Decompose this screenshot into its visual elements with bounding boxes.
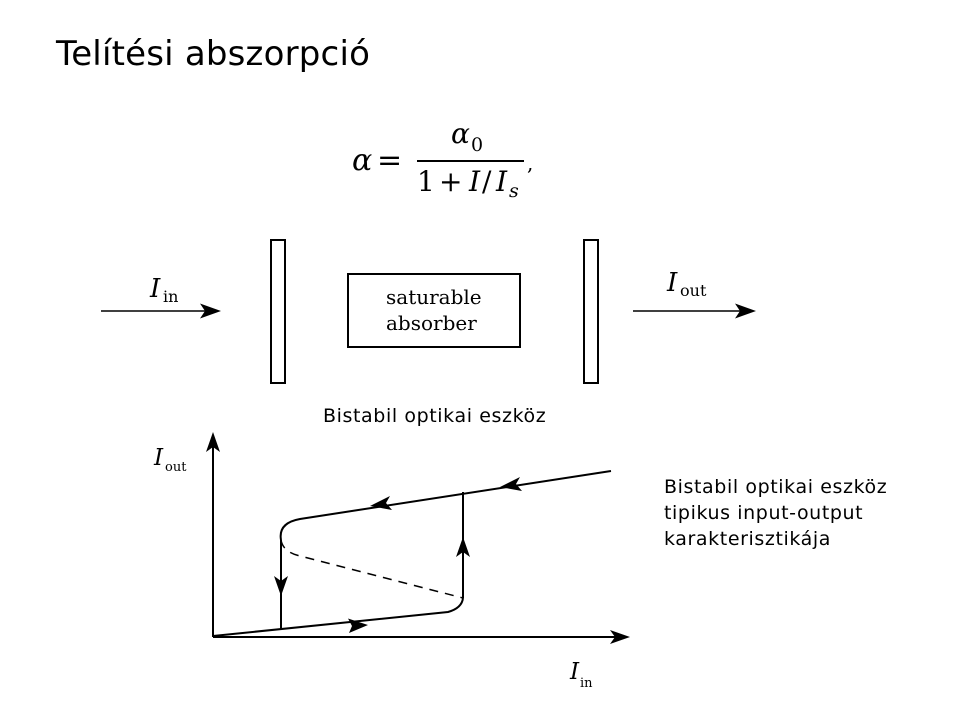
formula-denominator-slash: / — [482, 165, 492, 198]
unstable-branch-dashed — [280, 539, 464, 599]
absorber-label-line2: absorber — [386, 311, 477, 335]
formula-denominator-Is-sub: s — [509, 180, 519, 202]
x-axis-label: I — [569, 659, 580, 685]
lower-branch-arrow — [348, 618, 368, 633]
absorber-box — [347, 273, 521, 348]
output-label-sub: out — [680, 281, 707, 300]
x-axis-label-sub: in — [580, 676, 593, 691]
jump-down-arrow — [274, 576, 288, 596]
bistability-graph: I out I in — [153, 432, 630, 691]
side-caption-line: tipikus input-output — [664, 502, 864, 524]
formula-group: α = α 0 1 + I / I s , — [352, 117, 533, 202]
input-arrow-head — [200, 303, 221, 319]
formula-trailing-comma: , — [527, 151, 533, 175]
formula-numerator-alpha: α — [451, 117, 470, 150]
side-caption-line: Bistabil optikai eszköz — [664, 476, 888, 498]
y-axis-label-sub: out — [165, 460, 187, 475]
formula-lhs-alpha: α — [352, 143, 372, 178]
side-caption-line: karakterisztikája — [664, 528, 832, 550]
formula-denominator-I: I — [468, 165, 481, 198]
formula-equals: = — [377, 143, 402, 178]
y-axis-label: I — [153, 445, 164, 471]
formula-denominator-plus: + — [439, 165, 462, 198]
upper-branch-arrow-left — [370, 496, 392, 510]
right-mirror — [583, 239, 599, 384]
upper-branch-arrow-right — [500, 477, 522, 491]
formula-denominator-Is: I — [495, 165, 508, 198]
output-arrow-head — [735, 303, 756, 319]
side-caption: Bistabil optikai eszköz tipikus input-ou… — [664, 474, 887, 552]
output-label: I — [666, 268, 678, 298]
left-mirror — [270, 239, 286, 384]
y-axis-arrow-head — [206, 432, 220, 452]
device-schematic: I in saturable absorber I out — [101, 239, 756, 384]
slide-title: Telítési abszorpció — [56, 34, 371, 74]
formula-numerator-sub: 0 — [471, 134, 483, 156]
lower-branch-curve — [212, 597, 464, 637]
device-caption: Bistabil optikai eszköz — [323, 405, 547, 427]
formula-denominator-one: 1 — [417, 165, 435, 198]
upper-branch-curve — [279, 470, 612, 541]
input-label-sub: in — [163, 287, 178, 306]
absorber-label-line1: saturable — [386, 285, 482, 309]
input-label: I — [149, 274, 161, 304]
jump-up-arrow — [456, 537, 470, 557]
x-axis-arrow-head — [610, 630, 630, 644]
